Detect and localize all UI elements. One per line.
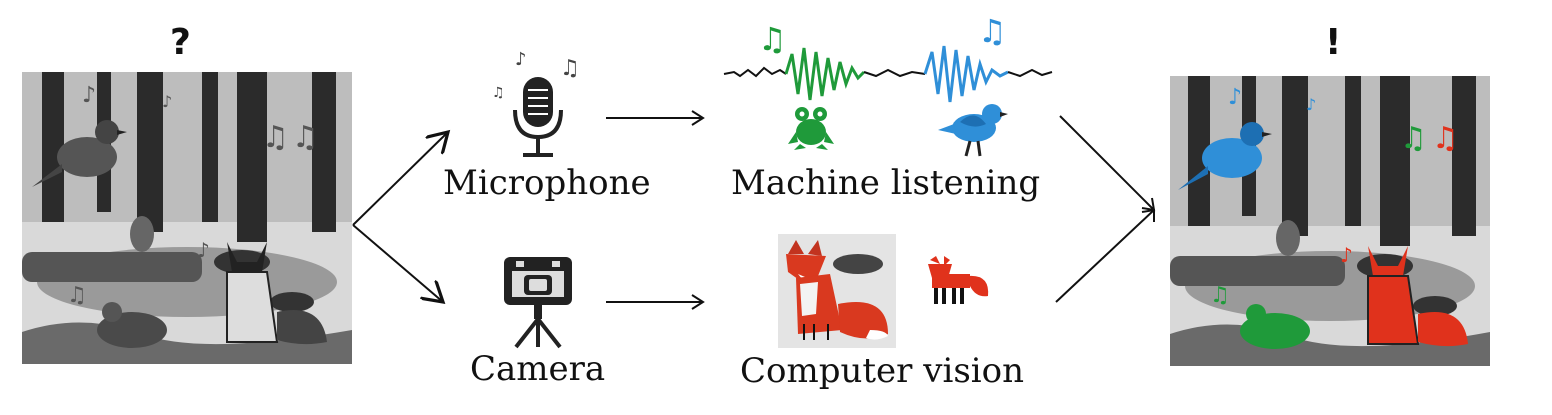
svg-text:♫: ♫ xyxy=(1400,121,1427,156)
forest-scene-unlabeled: ♫♫ ♪♪ ♫♪ xyxy=(22,72,352,364)
arrow-camera-to-vision xyxy=(606,294,705,310)
svg-text:♪: ♪ xyxy=(1306,95,1316,114)
svg-text:♫: ♫ xyxy=(1432,121,1459,156)
blue-note-icon: ♫ xyxy=(978,12,1007,50)
svg-text:♪: ♪ xyxy=(1340,243,1353,267)
fox-gray xyxy=(226,242,327,345)
svg-text:♫: ♫ xyxy=(262,120,289,155)
exclamation-mark: ! xyxy=(1325,22,1342,63)
branch-arrows-left xyxy=(352,120,458,310)
merge-arrows-right xyxy=(1055,115,1156,303)
svg-text:♫: ♫ xyxy=(292,120,319,155)
svg-text:♪: ♪ xyxy=(515,49,527,70)
fox-icon xyxy=(928,256,992,306)
arrow-microphone-to-listening xyxy=(606,110,705,126)
frog-icon xyxy=(788,104,834,150)
bird-blue xyxy=(1178,122,1272,190)
svg-text:♫: ♫ xyxy=(67,283,87,308)
forest-scene-labeled: ♫ ♫ ♪ ♪ ♫ ♪ xyxy=(1170,76,1490,366)
bird-gray xyxy=(32,120,127,187)
camera-icon xyxy=(498,255,578,350)
question-mark: ? xyxy=(170,22,191,63)
waveform: ♫ ♫ xyxy=(720,12,1060,162)
svg-text:♫: ♫ xyxy=(560,56,580,81)
svg-text:♫: ♫ xyxy=(1210,283,1230,308)
fox-photo xyxy=(778,234,896,348)
svg-text:♪: ♪ xyxy=(197,238,210,262)
fox-red xyxy=(1367,246,1468,347)
bird-icon xyxy=(938,100,1008,158)
svg-text:♪: ♪ xyxy=(162,92,172,111)
microphone-label: Microphone xyxy=(443,163,651,203)
microphone-icon: ♪ ♫ ♫ xyxy=(490,45,590,160)
frog-green xyxy=(1240,304,1310,349)
computer-vision-label: Computer vision xyxy=(740,351,1025,391)
frog-gray xyxy=(97,302,167,348)
svg-text:♫: ♫ xyxy=(492,85,505,101)
green-note-icon: ♫ xyxy=(758,20,787,58)
machine-listening-label: Machine listening xyxy=(731,163,1041,203)
svg-text:♪: ♪ xyxy=(1228,85,1242,110)
svg-text:♪: ♪ xyxy=(82,83,96,108)
camera-label: Camera xyxy=(470,349,606,389)
